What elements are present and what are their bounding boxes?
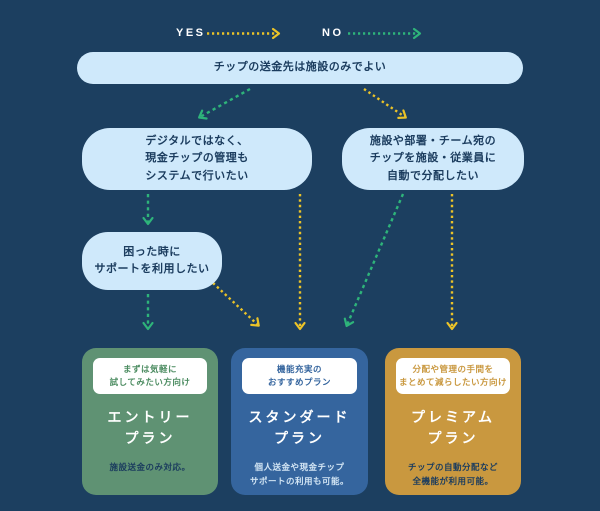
node-text-line: サポートを利用したい: [94, 263, 210, 275]
plan-desc-line: 施設送金のみ対応。: [109, 461, 191, 472]
node-text-line: チップの送金先は施設のみでよい: [213, 61, 387, 74]
node-text-line: 施設や部署・チーム宛の: [369, 135, 497, 148]
plan-description: チップの自動分配など 全機能が利用可能。: [408, 460, 498, 488]
badge-text-line: おすすめプラン: [267, 377, 331, 388]
edge-distribute-standard: [343, 193, 405, 328]
node-text-line: システムで行いたい: [145, 169, 249, 182]
plan-description: 施設送金のみ対応。: [109, 460, 190, 474]
plan-title-line: スタンダード: [248, 409, 351, 426]
plan-card-standard: 機能充実の おすすめプラン スタンダード プラン 個人送金や現金チップ サポート…: [231, 348, 368, 495]
node-text-line: 困った時に: [123, 245, 181, 258]
badge-text-line: まずは気軽に: [122, 364, 177, 374]
plan-desc-line: 全機能が利用可能。: [412, 475, 494, 486]
plan-title: プレミアム プラン: [411, 407, 495, 448]
plan-desc-line: チップの自動分配など: [407, 461, 498, 472]
plan-description: 個人送金や現金チップ サポートの利用も可能。: [250, 460, 349, 488]
legend-yes-label: YES: [176, 27, 206, 39]
plan-badge: 機能充実の おすすめプラン: [242, 358, 357, 395]
badge-text-line: まとめて減らしたい方向け: [398, 377, 507, 388]
plan-badge: 分配や管理の手間を まとめて減らしたい方向け: [396, 358, 510, 395]
node-root-question: チップの送金先は施設のみでよい: [77, 52, 523, 84]
badge-text-line: 試してみたい方向け: [109, 377, 191, 388]
badge-text-line: 分配や管理の手間を: [412, 364, 494, 374]
edge-root-distribute: [363, 88, 407, 119]
plan-title: スタンダード プラン: [249, 407, 351, 448]
node-cash-question: デジタルではなく、 現金チップの管理も システムで行いたい: [82, 128, 312, 190]
plan-card-premium: 分配や管理の手間を まとめて減らしたい方向け プレミアム プラン チップの自動分…: [385, 348, 521, 495]
node-support-question: 困った時に サポートを利用したい: [82, 232, 222, 290]
node-text-line: 現金チップの管理も: [145, 152, 249, 165]
edge-support-standard: [212, 282, 260, 327]
node-text-line: 自動で分配したい: [387, 169, 479, 182]
plan-desc-line: 個人送金や現金チップ: [254, 461, 345, 472]
plan-card-entry: まずは気軽に 試してみたい方向け エントリー プラン 施設送金のみ対応。: [82, 348, 218, 495]
plan-title-line: エントリー: [107, 409, 193, 426]
plan-badge: まずは気軽に 試してみたい方向け: [93, 358, 207, 395]
plan-title-line: プラン: [124, 429, 176, 446]
plan-title: エントリー プラン: [108, 407, 193, 448]
plan-title-line: プラン: [274, 429, 325, 446]
node-distribute-question: 施設や部署・チーム宛の チップを施設・従業員に 自動で分配したい: [342, 128, 524, 190]
edge-root-cash: [198, 87, 251, 120]
node-text-line: デジタルではなく、: [145, 135, 249, 148]
plan-title-line: プレミアム: [410, 409, 496, 426]
node-text-line: チップを施設・従業員に: [369, 152, 497, 165]
legend-no-label: NO: [322, 27, 344, 39]
plan-desc-line: サポートの利用も可能。: [249, 475, 349, 486]
plan-title-line: プラン: [427, 429, 479, 446]
badge-text-line: 機能充実の: [276, 364, 322, 374]
